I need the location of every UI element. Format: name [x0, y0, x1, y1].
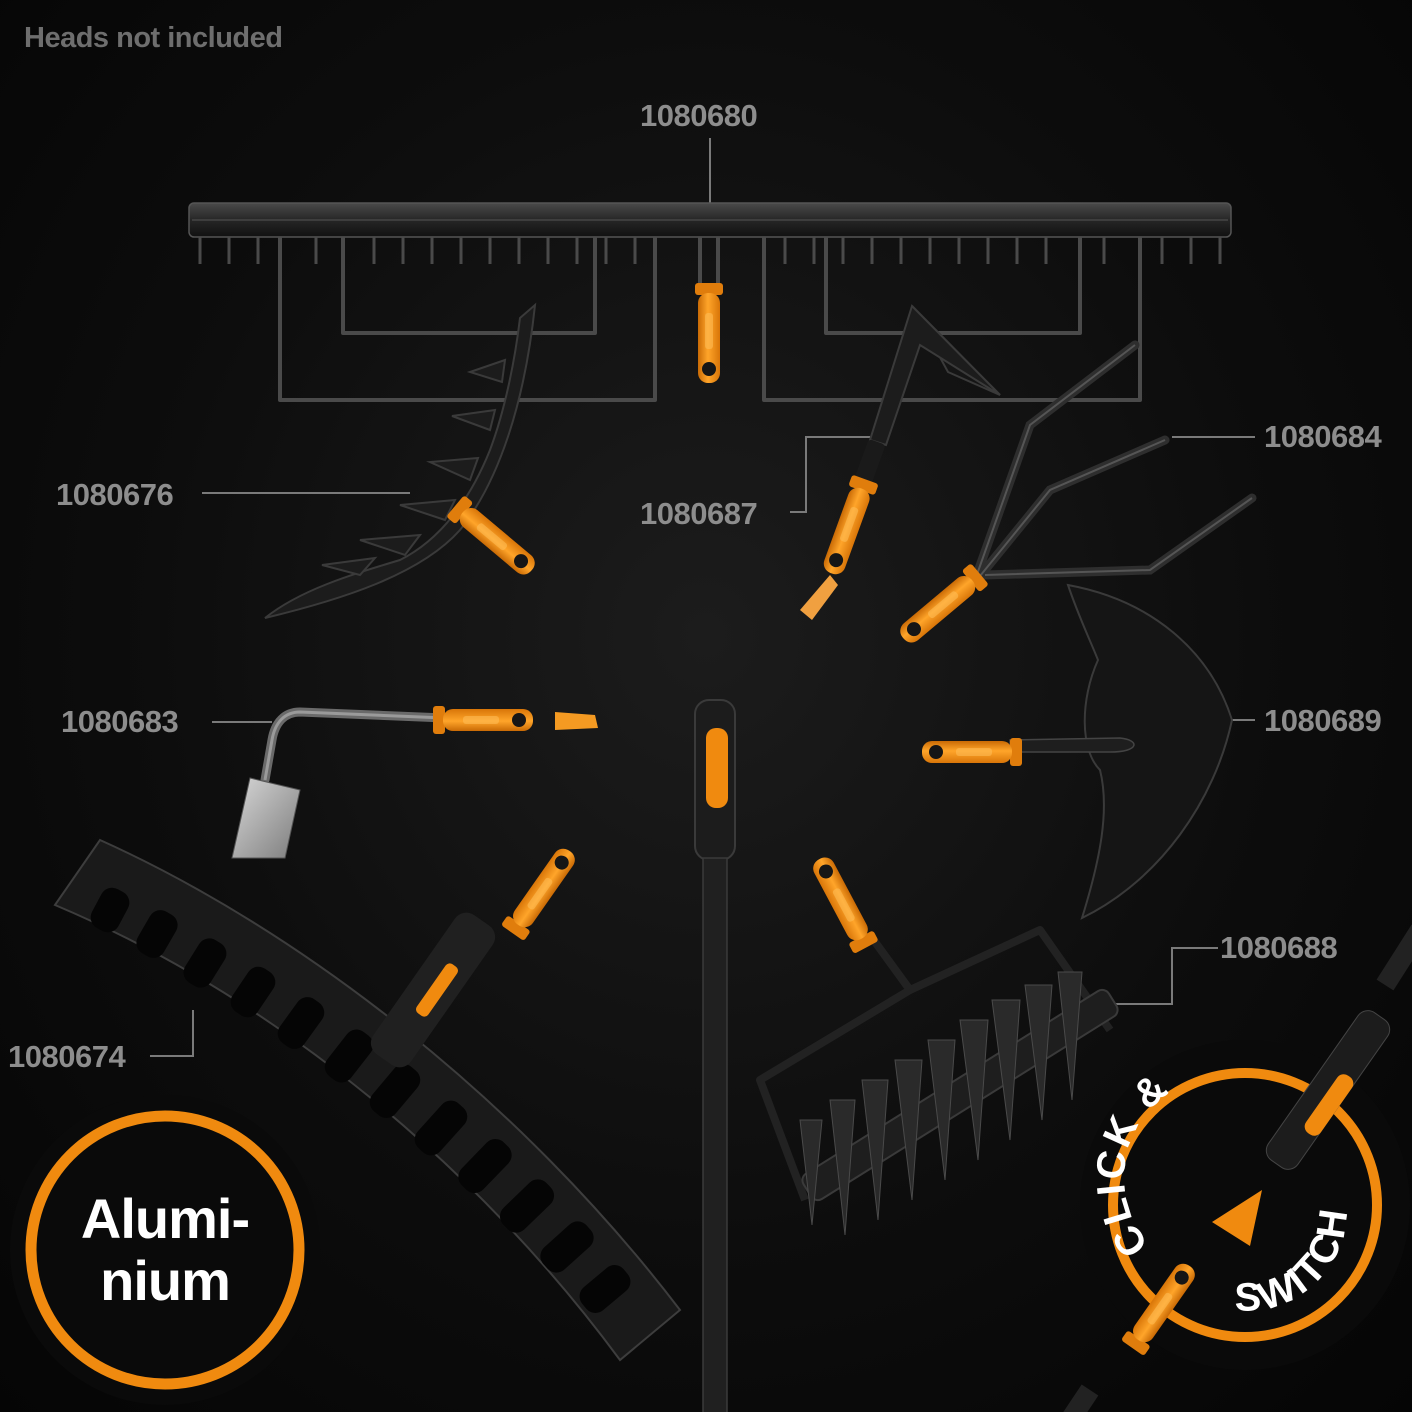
aluminium-handle: [694, 699, 736, 1412]
aluminium-badge-label: Alumi- nium: [45, 1188, 285, 1312]
code-label-1080684: 1080684: [1264, 419, 1382, 454]
cultivator-rake-head: [202, 302, 541, 619]
scraper-hoe-head: [212, 706, 598, 859]
three-prong-cultivator-head: [894, 340, 1257, 649]
code-label-1080689: 1080689: [1264, 703, 1382, 738]
leveling-rake-head: [188, 138, 1232, 402]
code-label-1080680: 1080680: [640, 98, 758, 133]
heads-not-included-note: Heads not included: [24, 22, 283, 54]
weeding-hoe-head: [790, 304, 1001, 620]
aluminium-line-1: Alumi-: [80, 1187, 250, 1250]
code-label-1080674: 1080674: [8, 1039, 126, 1074]
code-label-1080687: 1080687: [640, 496, 758, 531]
code-label-1080676: 1080676: [56, 477, 174, 512]
code-label-1080688: 1080688: [1220, 930, 1338, 965]
leaf-rake-head: [53, 838, 682, 1362]
click-switch-badge: CLICK & SWITCH: [1063, 924, 1412, 1412]
aluminium-line-2: nium: [100, 1249, 231, 1312]
aluminium-badge: [10, 1095, 320, 1405]
lawn-aerator-head: [756, 852, 1218, 1236]
edging-spade-head: [922, 583, 1255, 920]
code-label-1080683: 1080683: [61, 704, 179, 739]
play-arrow-icon: [1212, 1190, 1262, 1246]
